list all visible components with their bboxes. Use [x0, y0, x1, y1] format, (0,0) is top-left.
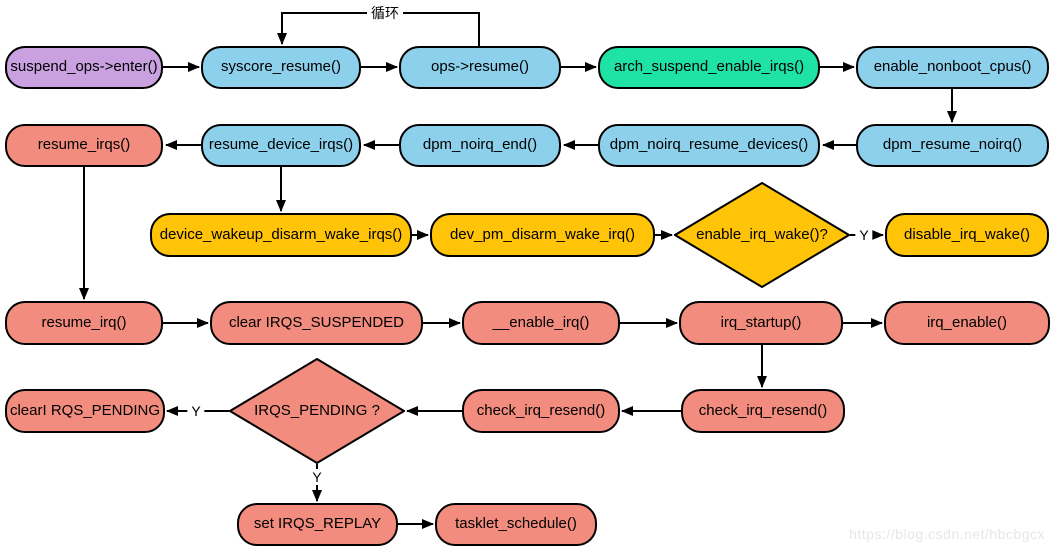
node-label: arch_suspend_enable_irqs() [613, 58, 805, 76]
diamond-shape [674, 182, 850, 288]
node-label: resume_device_irqs() [208, 136, 354, 154]
node-label: disable_irq_wake() [904, 225, 1030, 243]
node-label: irq_startup() [720, 313, 802, 331]
node-irq-enable: irq_enable() [884, 301, 1050, 345]
node-label: resume_irqs() [37, 136, 131, 154]
node-enable-nonboot-cpus: enable_nonboot_cpus() [856, 46, 1049, 89]
node-label: dpm_noirq_resume_devices() [609, 136, 809, 154]
edge-label: Y [187, 403, 205, 419]
node-label: __enable_irq() [492, 313, 590, 331]
node-check-irq-resend-1: check_irq_resend() [462, 389, 620, 433]
node-label: dev_pm_disarm_wake_irq() [449, 225, 636, 243]
node-resume-device-irqs: resume_device_irqs() [201, 124, 361, 167]
node-label: device_wakeup_disarm_wake_irqs() [159, 225, 403, 243]
node-device-wakeup-disarm-wake-irqs: device_wakeup_disarm_wake_irqs() [150, 213, 412, 257]
node-arch-suspend-enable-irqs: arch_suspend_enable_irqs() [598, 46, 820, 89]
node-label: suspend_ops->enter() [10, 58, 158, 76]
watermark: https://blog.csdn.net/hbcbgcx [849, 526, 1045, 542]
node-suspend-ops-enter: suspend_ops->enter() [5, 46, 163, 89]
node-label: syscore_resume() [220, 58, 342, 76]
node-clear-irqs-suspended: clear IRQS_SUSPENDED [210, 301, 423, 345]
node-dev-pm-disarm-wake-irq: dev_pm_disarm_wake_irq() [430, 213, 655, 257]
node-label: check_irq_resend() [698, 401, 828, 419]
node-label: ops->resume() [431, 58, 529, 76]
node-label: IRQS_PENDING ? [254, 401, 380, 419]
node-label: resume_irq() [41, 313, 127, 331]
node-set-irqs-replay: set IRQS_REPLAY [237, 503, 398, 546]
node-tasklet-schedule: tasklet_schedule() [435, 503, 597, 546]
node-irq-startup: irq_startup() [679, 301, 843, 345]
node-resume-irqs: resume_irqs() [5, 124, 163, 167]
node-label: clearI RQS_PENDING [9, 401, 161, 419]
edge-label: Y [855, 227, 873, 243]
node-resume-irq: resume_irq() [5, 301, 163, 345]
node-label: check_irq_resend() [476, 401, 606, 419]
diamond-shape [229, 358, 405, 464]
edge-label: Y [308, 469, 326, 485]
node-ops-resume: ops->resume() [399, 46, 561, 89]
node-enable-irq-wake-decision: enable_irq_wake()? [674, 182, 850, 288]
node-enable-irq: __enable_irq() [462, 301, 620, 345]
node-syscore-resume: syscore_resume() [201, 46, 361, 89]
node-dpm-noirq-end: dpm_noirq_end() [399, 124, 561, 167]
node-label: set IRQS_REPLAY [253, 515, 382, 533]
node-label: irq_enable() [926, 313, 1008, 331]
node-check-irq-resend-2: check_irq_resend() [681, 389, 845, 433]
edge-label: 循环 [367, 3, 403, 23]
node-label: clear IRQS_SUSPENDED [228, 313, 405, 331]
node-dpm-resume-noirq: dpm_resume_noirq() [856, 124, 1049, 167]
node-dpm-noirq-resume-devices: dpm_noirq_resume_devices() [598, 124, 820, 167]
node-clear-irqs-pending: clearI RQS_PENDING [5, 389, 165, 433]
node-label: dpm_resume_noirq() [882, 136, 1023, 154]
node-irqs-pending-decision: IRQS_PENDING ? [229, 358, 405, 464]
node-disable-irq-wake: disable_irq_wake() [885, 213, 1049, 257]
node-label: enable_irq_wake()? [696, 225, 828, 243]
node-label: tasklet_schedule() [455, 515, 577, 533]
node-label: dpm_noirq_end() [422, 136, 538, 154]
node-label: enable_nonboot_cpus() [873, 58, 1032, 76]
